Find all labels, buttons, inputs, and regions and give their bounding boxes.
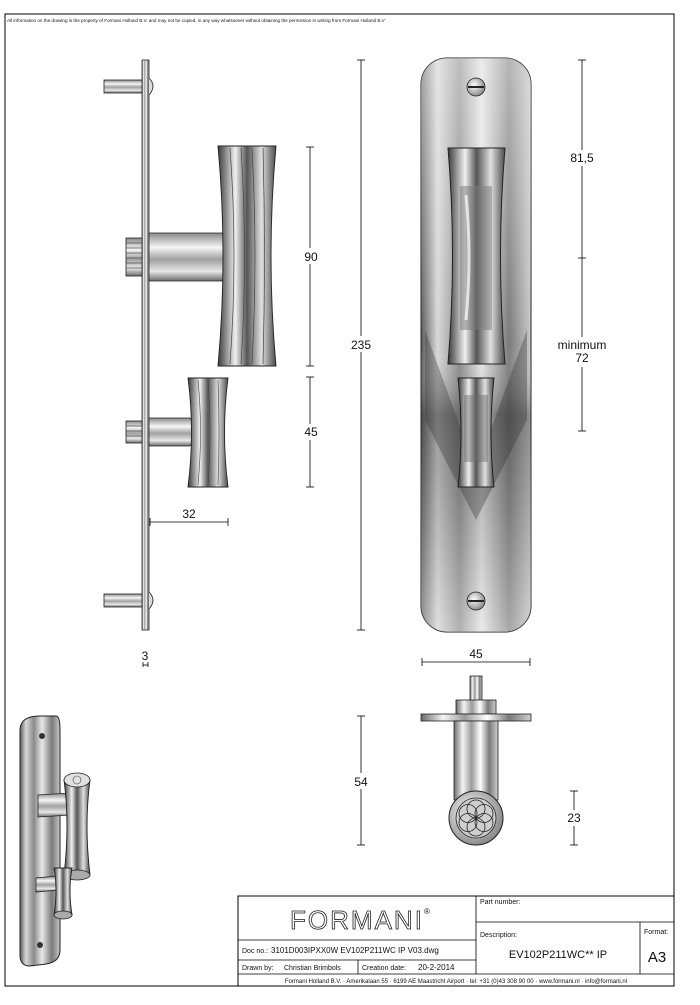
- registered-mark: ®: [424, 907, 430, 916]
- disclaimer-text: All information on the drawing is the pr…: [7, 18, 386, 23]
- front-small-knob: [457, 377, 495, 488]
- dim-90: 90: [304, 250, 318, 264]
- large-spindle: [125, 237, 143, 277]
- dim-81-5: 81,5: [570, 151, 594, 165]
- creation-date-value: 20-2-2014: [418, 963, 455, 972]
- dim-minimum: minimum: [558, 338, 607, 352]
- small-knob-grip: [187, 377, 229, 488]
- dim-23: 23: [567, 811, 581, 825]
- iso-small-shaft: [35, 875, 59, 893]
- iso-large-shaft: [37, 792, 71, 818]
- title-block: FORMANI ® Part number: Description: EV10…: [237, 895, 675, 987]
- large-knob-grip: [217, 145, 277, 367]
- side-plate: [141, 59, 150, 631]
- top-plate-edge: [420, 713, 532, 722]
- brand-logo: FORMANI: [290, 905, 424, 935]
- top-view: 54 23: [350, 675, 585, 846]
- small-spindle: [125, 420, 143, 444]
- side-view: 90 45 32 3 235: [103, 59, 375, 667]
- iso-top-screw-icon: [39, 733, 45, 739]
- side-top-screw: [103, 79, 143, 94]
- drawn-by-label: Drawn by:: [242, 965, 274, 972]
- isometric-view: [19, 715, 91, 967]
- iso-plate: [19, 715, 61, 967]
- description-value: EV102P211WC** IP: [509, 949, 607, 961]
- dim-54: 54: [354, 775, 368, 789]
- side-bottom-screw: [103, 593, 143, 608]
- dim-45-top: 45: [469, 647, 483, 661]
- format-value: A3: [648, 949, 666, 966]
- dim-3: 3: [142, 649, 149, 663]
- doc-no-label: Doc no.:: [242, 948, 268, 955]
- format-label: Format:: [644, 929, 668, 936]
- iso-bottom-screw-icon: [37, 942, 43, 948]
- dim-45-side: 45: [304, 425, 318, 439]
- dim-32: 32: [182, 507, 196, 521]
- front-large-knob-inner: [460, 186, 492, 330]
- iso-large-knob: [63, 779, 91, 876]
- top-nut: [455, 699, 497, 715]
- iso-small-knob: [53, 867, 73, 916]
- side-top-screw-head: [148, 77, 154, 96]
- creation-date-label: Creation date:: [362, 965, 406, 972]
- footer-address: Formani Holland B.V. · Amerikalaan 55 · …: [285, 979, 627, 985]
- top-shaft: [453, 720, 499, 801]
- doc-no-value: 3101D003IPXX0W EV102P211WC IP V03.dwg: [271, 946, 439, 955]
- side-bottom-screw-head: [148, 591, 154, 610]
- part-number-label: Part number:: [480, 899, 521, 906]
- description-label: Description:: [480, 932, 517, 939]
- drawn-by-value: Christian Brimbols: [284, 965, 341, 972]
- dim-235: 235: [351, 338, 371, 352]
- dim-72: 72: [575, 351, 589, 365]
- front-view: 81,5 minimum 72 45: [420, 57, 608, 666]
- rosette-icon: [458, 799, 494, 837]
